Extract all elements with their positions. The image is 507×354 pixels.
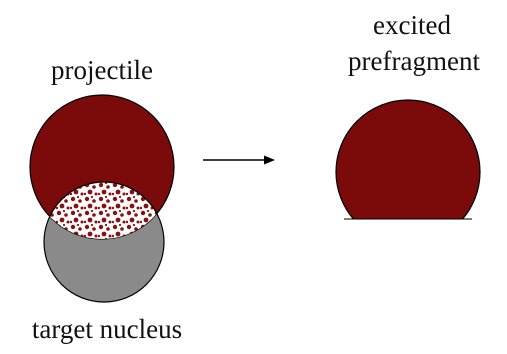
excited-prefragment-shape <box>336 100 480 244</box>
excited-label: excited <box>373 10 451 40</box>
projectile-label: projectile <box>51 55 153 85</box>
prefragment-label: prefragment <box>348 46 480 76</box>
target-nucleus-label: target nucleus <box>32 314 182 344</box>
right-arrow-icon <box>203 156 275 165</box>
